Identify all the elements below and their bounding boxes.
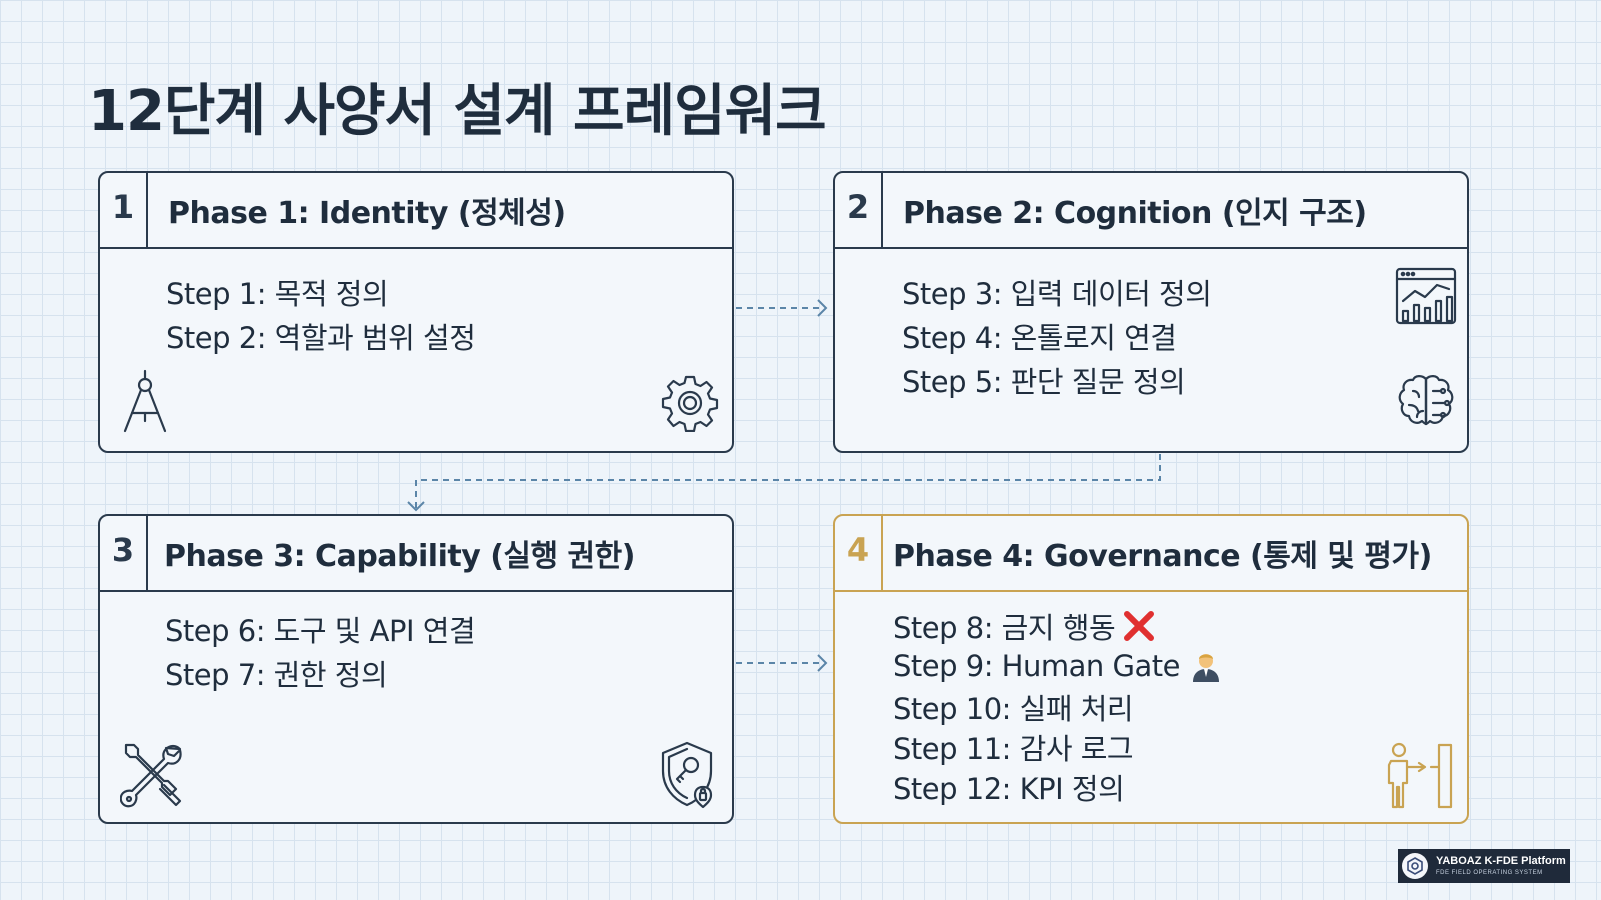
step-5: Step 5: 판단 질문 정의: [902, 365, 1186, 399]
phase-4-number: 4: [835, 516, 883, 590]
phase-1-header: 1 Phase 1: Identity (정체성): [100, 173, 732, 249]
phase-3-card: 3 Phase 3: Capability (실행 권한) Step 6: 도구…: [98, 514, 734, 824]
phase-4-header: 4 Phase 4: Governance (통제 및 평가): [835, 516, 1467, 592]
phase-2-header: 2 Phase 2: Cognition (인지 구조): [835, 173, 1467, 249]
gear-icon: [661, 375, 719, 432]
platform-name: YABOAZ K-FDE Platform: [1436, 855, 1566, 867]
phase-3-header: 3 Phase 3: Capability (실행 권한): [100, 516, 732, 592]
phase-1-steps: Step 1: 목적 정의 Step 2: 역할과 범위 설정: [166, 271, 476, 359]
phase-1-card: 1 Phase 1: Identity (정체성) Step 1: 목적 정의 …: [98, 171, 734, 453]
step-10: Step 10: 실패 처리: [893, 692, 1134, 726]
step-1: Step 1: 목적 정의: [166, 277, 389, 311]
step-7: Step 7: 권한 정의: [165, 658, 388, 692]
phase-2-number: 2: [835, 173, 883, 247]
step-2: Step 2: 역할과 범위 설정: [166, 321, 476, 355]
step-8: Step 8: 금지 행동: [893, 606, 1222, 646]
phase-4-title: Phase 4: Governance (통제 및 평가): [893, 539, 1432, 574]
platform-logo-icon: [1402, 853, 1428, 879]
step-6: Step 6: 도구 및 API 연결: [165, 614, 476, 648]
phase-2-title: Phase 2: Cognition (인지 구조): [903, 196, 1367, 231]
step-9-label: Step 9: Human Gate: [893, 649, 1180, 683]
drafting-compass-icon: [123, 369, 167, 433]
shield-key-icon: [661, 741, 713, 809]
phase-1-number: 1: [100, 173, 148, 247]
phase-4-card: 4 Phase 4: Governance (통제 및 평가) Step 8: …: [833, 514, 1469, 824]
platform-subtitle: FDE FIELD OPERATING SYSTEM: [1436, 870, 1543, 876]
phase-1-title: Phase 1: Identity (정체성): [168, 196, 566, 231]
platform-badge: YABOAZ K-FDE Platform FDE FIELD OPERATIN…: [1398, 849, 1570, 883]
phase-2-card: 2 Phase 2: Cognition (인지 구조) Step 3: 입력 …: [833, 171, 1469, 453]
step-3: Step 3: 입력 데이터 정의: [902, 277, 1212, 311]
step-12: Step 12: KPI 정의: [893, 772, 1125, 806]
x-mark-icon: [1124, 611, 1155, 641]
arrow-phase1-to-phase2: [736, 299, 828, 317]
phase-2-steps: Step 3: 입력 데이터 정의 Step 4: 온톨로지 연결 Step 5…: [902, 271, 1212, 403]
tools-icon: [120, 743, 182, 808]
phase-3-number: 3: [100, 516, 148, 590]
analytics-chart-icon: [1395, 267, 1457, 325]
arrow-phase3-to-phase4: [736, 654, 828, 672]
brain-circuit-icon: [1398, 375, 1454, 426]
step-9: Step 9: Human Gate: [893, 646, 1222, 686]
phase-4-steps: Step 8: 금지 행동 Step 9: Human Gate Step 10…: [893, 606, 1222, 806]
person-at-gate-icon: [1387, 742, 1453, 809]
page-title: 12단계 사양서 설계 프레임워크: [88, 79, 827, 144]
person-icon: [1192, 654, 1219, 682]
step-11: Step 11: 감사 로그: [893, 732, 1134, 766]
step-8-label: Step 8: 금지 행동: [893, 611, 1116, 645]
phase-3-title: Phase 3: Capability (실행 권한): [164, 539, 635, 574]
phase-3-steps: Step 6: 도구 및 API 연결 Step 7: 권한 정의: [165, 608, 476, 696]
step-4: Step 4: 온톨로지 연결: [902, 321, 1177, 355]
arrow-phase2-to-phase3: [407, 454, 1161, 512]
